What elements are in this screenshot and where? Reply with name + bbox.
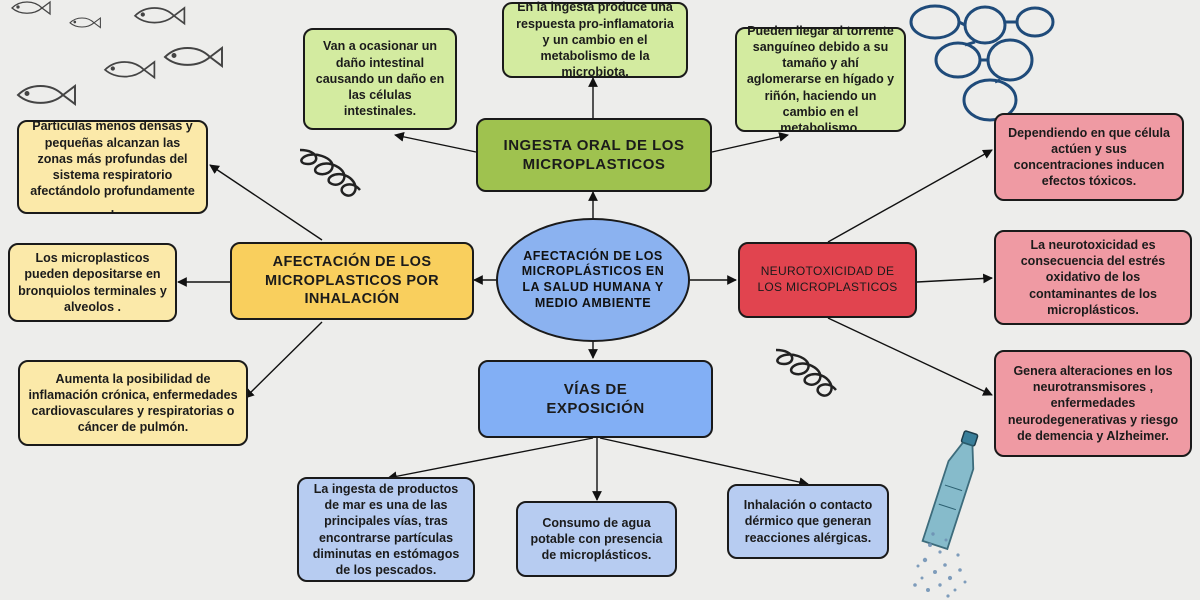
neurotoxicity-item-text: Dependiendo en que célula actúen y sus c… [1008,125,1170,189]
exposure-item-text: La ingesta de productos de mar es una de… [312,481,460,577]
neurotoxicity-item: Dependiendo en que célula actúen y sus c… [994,113,1184,201]
inhalation-item-text: Los microplasticos pueden depositarse en… [18,251,167,314]
ingestion-item: Pueden llegar al torrente sanguíneo debi… [735,24,906,135]
exposure-main-node: VÍAS DE EXPOSICIÓN [478,360,713,438]
neurotoxicity-item: La neurotoxicidad es consecuencia del es… [994,230,1192,325]
ingestion-item-text: Pueden llegar al torrente sanguíneo debi… [746,23,895,136]
neurotoxicity-item: Genera alteraciones en los neurotransmis… [994,350,1192,457]
ingestion-item-text: Van a ocasionar un daño intestinal causa… [315,39,445,119]
spring-coil-icon [299,148,837,397]
ingestion-title: INGESTA ORAL DE LOS MICROPLASTICOS [503,136,685,174]
ingestion-main-node: INGESTA ORAL DE LOS MICROPLASTICOS [476,118,712,192]
ingestion-item: En la ingesta produce una respuesta pro-… [502,0,688,80]
exposure-item-text: Consumo de agua potable con presencia de… [530,515,663,563]
exposure-item-text: Inhalación o contacto dérmico que genera… [743,498,873,545]
neurotoxicity-item-text: Genera alteraciones en los neurotransmis… [1007,363,1179,443]
inhalation-item: Partículas menos densas y pequeñas alcan… [17,119,208,215]
neurotoxicity-item-text: La neurotoxicidad es consecuencia del es… [1020,237,1166,317]
exposure-title: VÍAS DE EXPOSICIÓN [546,380,645,418]
ingestion-item-text: En la ingesta produce una respuesta pro-… [516,0,674,80]
ingestion-item: Van a ocasionar un daño intestinal causa… [303,28,457,130]
plastic-bottle-icon [913,430,979,598]
neurotoxicity-main-node: NEUROTOXICIDAD DE LOS MICROPLASTICOS [738,242,917,318]
exposure-item: La ingesta de productos de mar es una de… [297,477,475,582]
center-topic-text: AFECTACIÓN DE LOS MICROPLÁSTICOS EN LA S… [521,248,665,310]
molecule-chain-icon [909,4,1055,122]
exposure-item: Consumo de agua potable con presencia de… [516,501,677,577]
fish-icon [11,0,223,106]
inhalation-item-text: Partículas menos densas y pequeñas alcan… [30,119,195,215]
neurotoxicity-title: NEUROTOXICIDAD DE LOS MICROPLASTICOS [757,264,898,294]
inhalation-item: Aumenta la posibilidad de inflamación cr… [18,360,248,446]
inhalation-item: Los microplasticos pueden depositarse en… [8,243,177,322]
inhalation-main-node: AFECTACIÓN DE LOS MICROPLASTICOS POR INH… [230,242,474,320]
inhalation-item-text: Aumenta la posibilidad de inflamación cr… [28,371,238,435]
inhalation-title: AFECTACIÓN DE LOS MICROPLASTICOS POR INH… [265,253,439,308]
exposure-item: Inhalación o contacto dérmico que genera… [727,484,889,559]
center-topic: AFECTACIÓN DE LOS MICROPLÁSTICOS EN LA S… [496,218,690,342]
